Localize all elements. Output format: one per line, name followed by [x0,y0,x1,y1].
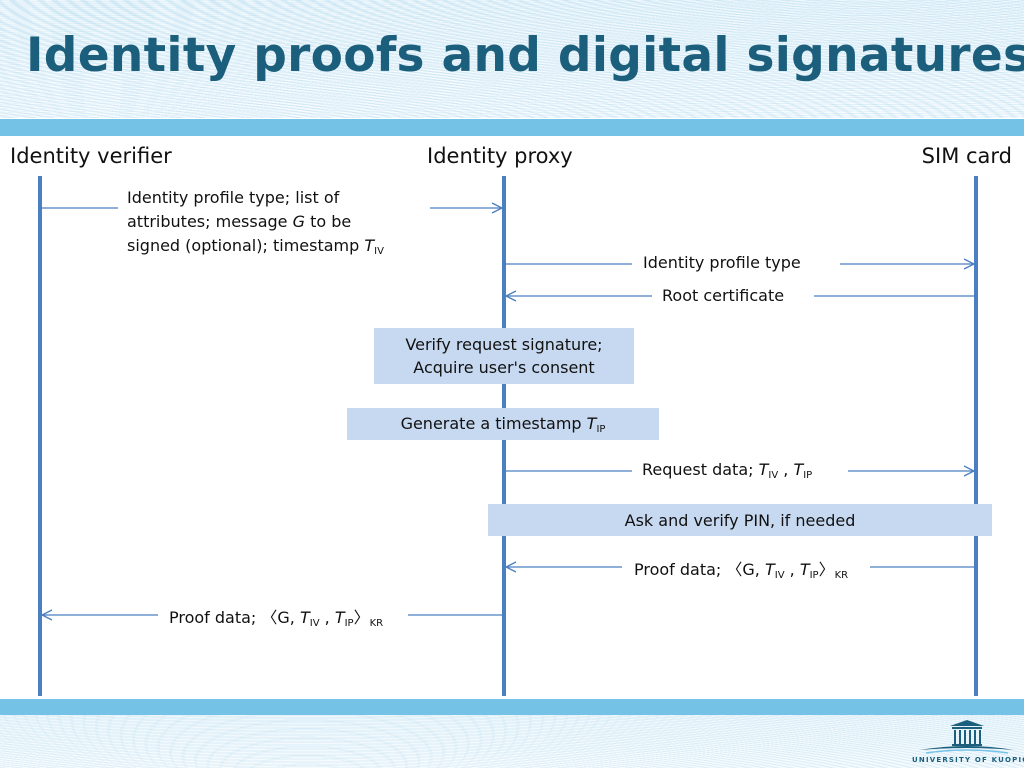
message-4-sep: , [778,460,794,479]
footer-background [0,715,1024,768]
message-1-var-t: T [364,236,375,255]
actor-sim-card: SIM card [921,144,1012,168]
arrow-m4-head [963,465,976,477]
step-timestamp-sub-ip: IP [596,423,606,435]
message-4-sub-ip: IP [803,470,813,481]
message-5-sub-kr: KR [834,570,849,581]
lifeline-identity-verifier [38,176,42,696]
bottom-band [0,699,1024,715]
step-verify-pin: Ask and verify PIN, if needed [488,504,992,536]
message-1-line-2-tail: to be [305,212,352,231]
message-6-var-t2: T [334,608,345,627]
message-6-var-t1: T [299,608,310,627]
lifeline-sim-card [974,176,978,696]
message-6-sub-ip: IP [344,618,354,629]
message-4-var-t2: T [793,460,804,479]
message-5-var-t2: T [799,560,810,579]
message-1-label: Identity profile type; list of attribute… [127,186,384,264]
step-verify-request: Verify request signature; Acquire user's… [374,328,634,384]
arrow-m6-head [40,609,53,621]
message-6-label: Proof data; 〈G, TIV , TIP〉KR [169,604,383,629]
university-logo: UNIVERSITY OF KUOPIO [912,718,1024,768]
university-building-icon [920,720,1014,754]
arrow-m5-head [504,561,517,573]
message-4-sub-iv: IV [768,470,779,481]
message-4-var-t1: T [758,460,769,479]
message-5-sep: , [784,560,800,579]
slide-title: Identity proofs and digital signatures [26,28,1024,83]
message-3-label: Root certificate [662,286,785,305]
message-6-sub-iv: IV [309,618,320,629]
top-band [0,119,1024,136]
arrow-m3-head [504,290,517,302]
message-5-text: Proof data; 〈G, [634,560,765,579]
actor-identity-verifier: Identity verifier [10,144,172,168]
message-5-label: Proof data; 〈G, TIV , TIP〉KR [634,556,848,581]
arrow-m1-head [491,202,504,214]
step-verify-line-1: Verify request signature; [405,335,603,354]
message-6-text: Proof data; 〈G, [169,608,300,627]
university-name: UNIVERSITY OF KUOPIO [912,756,1024,764]
message-1-line-2-text: attributes; message [127,212,293,231]
message-1-line-3-text: signed (optional); timestamp [127,236,365,255]
message-2-label: Identity profile type [643,253,801,272]
message-5-sub-iv: IV [774,570,785,581]
message-6-close: 〉 [353,608,370,627]
message-5-sub-ip: IP [809,570,819,581]
message-1-var-g: G [292,212,305,231]
header-background [0,0,1024,118]
actor-identity-proxy: Identity proxy [427,144,573,168]
message-5-var-t1: T [764,560,775,579]
step-timestamp-text: Generate a timestamp TIP [401,414,606,435]
step-timestamp-var-t: T [586,413,597,433]
arrow-m2-head [963,258,976,270]
message-4-text: Request data; [642,460,759,479]
message-4-label: Request data; TIV , TIP [642,460,812,481]
step-generate-timestamp: Generate a timestamp TIP [347,408,659,440]
message-5-close: 〉 [818,560,835,579]
message-1-line-2: attributes; message G to be [127,210,384,234]
message-1-line-3: signed (optional); timestamp TIV [127,234,384,264]
step-timestamp-label: Generate a timestamp [400,413,587,433]
message-6-sub-kr: KR [369,618,384,629]
message-1-sub-iv: IV [374,246,384,257]
message-6-sep: , [319,608,335,627]
message-1-line-1: Identity profile type; list of [127,188,340,207]
step-verify-line-2: Acquire user's consent [413,358,595,377]
